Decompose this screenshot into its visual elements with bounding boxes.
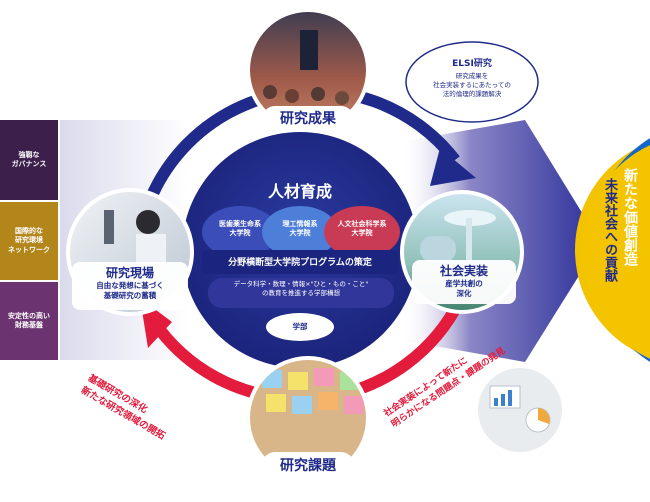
right-node-sub: 産学共創の 深化 — [445, 279, 483, 299]
school-science: 理工情報系 大学院 — [282, 220, 318, 237]
elsi-oval — [405, 41, 539, 123]
center-strategy: 分野横断型大学院プログラムの策定 — [228, 258, 372, 268]
school-humanities: 人文社会科学系 大学院 — [337, 220, 387, 237]
elsi-desc: 研究成果を 社会実装するにあたっての 法的倫理的課題解決 — [433, 72, 511, 98]
school-medical: 医歯薬生命系 大学院 — [219, 220, 261, 237]
bottom-node-title: 研究課題 — [280, 458, 336, 474]
right-panel-gold-front — [582, 145, 650, 359]
center-title: 人材育成 — [267, 182, 332, 201]
concept-box — [208, 278, 394, 308]
school-bubble-2 — [262, 206, 338, 258]
faculty-bubble — [266, 313, 334, 341]
school-bubble-3 — [324, 206, 400, 258]
band-finance-bg — [0, 282, 58, 360]
center-concept: データ科学・数理・情報×"ひと・もの・こと" の教育を推進する学部構想 — [233, 280, 369, 297]
right-panel-line2: 未来社会への貢献 — [602, 178, 617, 282]
right-node-title: 社会実装 — [439, 264, 488, 278]
right-panel-line1: 新たな価値創造 — [622, 168, 638, 266]
band-governance-bg — [0, 120, 58, 200]
bottom-node-label-bg — [262, 452, 354, 478]
band-finance: 安定性の高い 財務基盤 — [8, 311, 50, 329]
left-node-label-bg — [72, 262, 188, 310]
center-faculty: 学部 — [292, 322, 308, 331]
school-bubble-1 — [202, 206, 278, 258]
band-governance: 強靱な ガバナンス — [11, 150, 47, 168]
band-network: 国際的な 研究環境 ネットワーク — [8, 227, 50, 254]
left-node-title: 研究現場 — [105, 266, 154, 280]
right-node-label-bg — [412, 260, 516, 304]
elsi-title: ELSI研究 — [452, 59, 492, 69]
strategy-bar — [202, 250, 398, 274]
desk-charts-photo — [478, 368, 562, 452]
top-node-title: 研究成果 — [280, 111, 336, 127]
cycle-arrow-top-head — [430, 148, 476, 186]
band-network-bg — [0, 202, 58, 280]
top-node-label-bg — [262, 106, 354, 132]
left-node-sub: 自由な発想に基づく 基礎研究の蓄積 — [96, 281, 164, 301]
